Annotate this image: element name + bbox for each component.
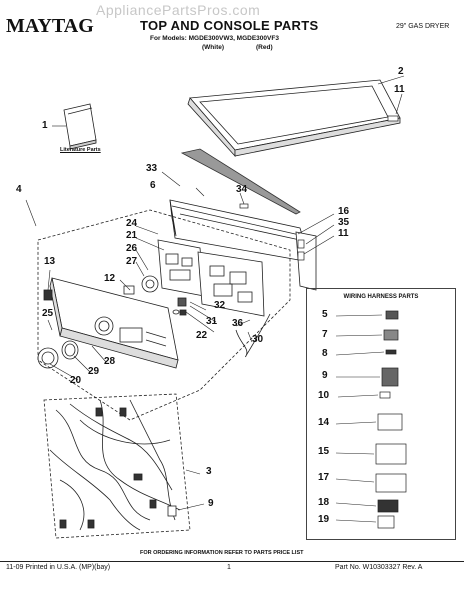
brand-logo: MAYTAG — [6, 15, 94, 37]
wiring-harness-title: WIRING HARNESS PARTS — [343, 294, 419, 300]
callout-25: 25 — [42, 308, 54, 319]
wh-item-9: 9 — [322, 370, 328, 381]
watermark: AppliancePartsPros.com — [96, 2, 261, 18]
ordering-info: FOR ORDERING INFORMATION REFER TO PARTS … — [140, 550, 304, 556]
callout-22: 22 — [196, 330, 208, 341]
callout-20: 20 — [70, 375, 82, 386]
wh-item-18: 18 — [318, 497, 330, 508]
wh-item-17: 17 — [318, 472, 330, 483]
callout-11-right: 11 — [338, 228, 349, 239]
harness-clip — [167, 505, 177, 517]
wh-item-8: 8 — [322, 348, 328, 359]
callout-29: 29 — [88, 366, 100, 377]
literature-parts-label: Literature Parts — [60, 147, 101, 153]
literature-booklet — [63, 103, 97, 150]
console-bracket-assembly — [169, 199, 317, 291]
wh-item-5: 5 — [322, 309, 328, 320]
control-board-left — [157, 239, 205, 297]
callout-12: 12 — [104, 273, 116, 284]
spacer — [172, 309, 180, 315]
push-button — [43, 289, 53, 301]
page-number: 1 — [227, 564, 231, 571]
callout-4: 4 — [16, 184, 22, 195]
document-type: 29" GAS DRYER — [396, 23, 450, 30]
callout-32: 32 — [214, 300, 226, 311]
control-knob — [37, 340, 79, 369]
callout-35: 35 — [338, 217, 350, 228]
color-red-label: (Red) — [256, 44, 273, 51]
callout-26: 26 — [126, 243, 138, 254]
part-number: Part No. W10303327 Rev. A — [335, 564, 423, 571]
page-title: TOP AND CONSOLE PARTS — [140, 18, 319, 33]
wiring-parts-icons — [335, 310, 407, 529]
console-harness — [235, 313, 271, 357]
callout-13: 13 — [44, 256, 56, 267]
callout-11-top: 11 — [394, 84, 405, 95]
color-white-label: (White) — [202, 44, 225, 51]
callout-3: 3 — [206, 466, 212, 477]
callout-16: 16 — [338, 206, 350, 217]
screws — [239, 115, 399, 261]
print-info: 11-09 Printed in U.S.A. (MP)(bay) — [6, 564, 111, 571]
model-numbers: For Models: MGDE300VW3, MGDE300VF3 — [150, 35, 279, 42]
wh-item-10: 10 — [318, 390, 330, 401]
led-holder — [177, 297, 187, 307]
console-panel — [49, 277, 179, 369]
callout-21: 21 — [126, 230, 138, 241]
control-board-right — [197, 251, 265, 317]
callout-30: 30 — [252, 334, 264, 345]
callout-28: 28 — [104, 356, 116, 367]
callout-34: 34 — [236, 184, 248, 195]
footer-divider — [0, 561, 464, 562]
callout-6: 6 — [150, 180, 156, 191]
callout-2: 2 — [398, 66, 404, 77]
wh-item-15: 15 — [318, 446, 330, 457]
callout-27: 27 — [126, 256, 138, 267]
wh-item-7: 7 — [322, 329, 328, 340]
wh-item-19: 19 — [318, 514, 330, 525]
console-assembly-outline — [37, 209, 291, 421]
main-wire-harness — [43, 393, 191, 539]
callout-1: 1 — [42, 120, 48, 131]
encoder-switch — [123, 275, 159, 295]
callout-9: 9 — [208, 498, 214, 509]
callout-24: 24 — [126, 218, 138, 229]
callout-leaders — [25, 75, 405, 511]
callout-36: 36 — [232, 318, 244, 329]
callout-31: 31 — [206, 316, 218, 327]
callout-33: 33 — [146, 163, 158, 174]
dryer-top-panel — [180, 79, 401, 215]
wiring-harness-box — [306, 288, 456, 540]
wh-item-14: 14 — [318, 417, 330, 428]
